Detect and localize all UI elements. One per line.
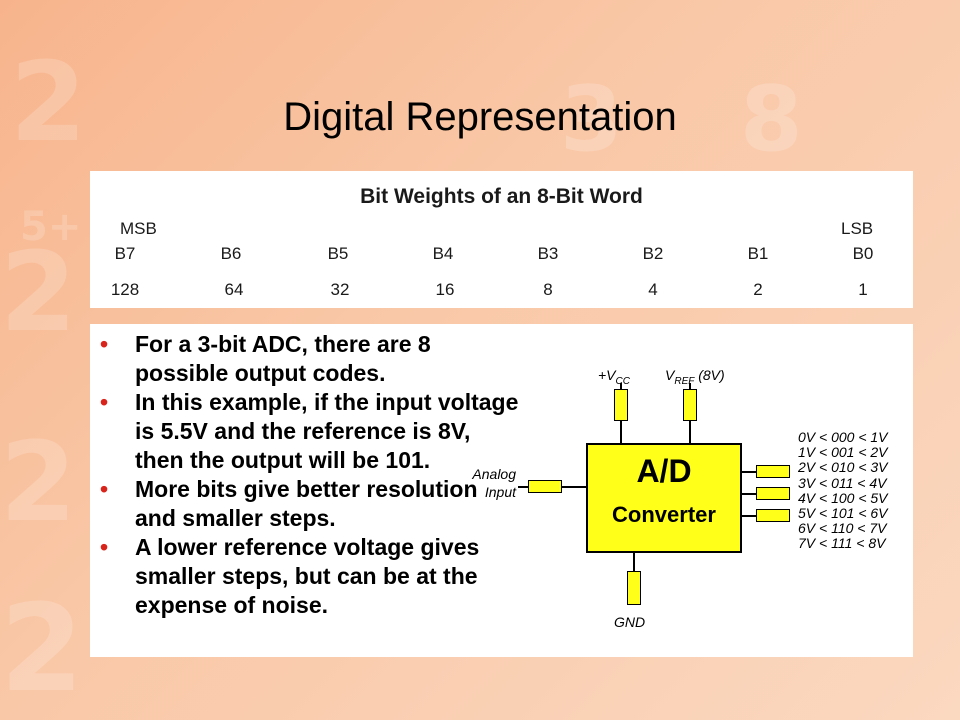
output-wire (740, 493, 756, 495)
bullet-dot-icon: • (100, 331, 109, 357)
vcc-pin (614, 389, 628, 421)
adc-block: A/D Converter (586, 443, 742, 553)
bullet-text: A lower reference voltage gives smaller … (135, 534, 480, 618)
output-wire (740, 471, 756, 473)
output-code: 4V < 100 < 5V (798, 489, 888, 506)
bullet-text: More bits give better resolution and sma… (135, 476, 478, 531)
analog-wire-left (518, 486, 528, 488)
bit-weight: 2 (753, 280, 763, 299)
bit-name: B5 (327, 244, 349, 263)
vref-wire (689, 421, 691, 443)
output-code: 7V < 111 < 8V (798, 535, 886, 552)
bit-name: B4 (432, 244, 454, 263)
vref-label: VREF (8V) (665, 367, 725, 387)
output-code: 5V < 101 < 6V (798, 505, 888, 522)
vcc-wire (620, 421, 622, 443)
bit-weight: 1 (858, 280, 868, 299)
output-code: 1V < 001 < 2V (798, 444, 888, 461)
bit-weight: 8 (543, 280, 553, 299)
vcc-label: +VCC (598, 367, 630, 387)
bit-weight: 64 (224, 280, 244, 299)
bit-name: B6 (220, 244, 242, 263)
gnd-wire (633, 551, 635, 571)
bullet-dot-icon: • (100, 534, 109, 560)
bit-weight: 4 (648, 280, 658, 299)
bit-name: B3 (537, 244, 559, 263)
adc-block-title: A/D (636, 453, 692, 489)
bullet-dot-icon: • (100, 476, 109, 502)
bit-name: B0 (852, 244, 874, 263)
adc-diagram: +VCC VREF (8V) Analog Input A/D Converte… (90, 324, 913, 657)
vref-pin (683, 389, 697, 421)
bit-weight: 32 (330, 280, 350, 299)
bit-weights-panel: Bit Weights of an 8-Bit Word MSB LSB B7 … (90, 171, 913, 308)
bit-weights-title: Bit Weights of an 8-Bit Word (360, 185, 643, 208)
bit-weight: 16 (435, 280, 455, 299)
analog-input-label: Analog Input (472, 466, 516, 500)
svg-text:2: 2 (0, 580, 84, 719)
analog-wire (562, 486, 586, 488)
bullet-text: For a 3-bit ADC, there are 8 possible ou… (135, 331, 431, 386)
vcc-wire-top (620, 383, 622, 389)
gnd-pin (627, 571, 641, 605)
bullet-item: • More bits give better resolution and sm… (100, 475, 520, 533)
slide-title: Digital Representation (283, 95, 677, 139)
bit-weight: 128 (110, 280, 140, 299)
output-code: 3V < 011 < 4V (798, 474, 887, 491)
output-pin (756, 465, 790, 478)
output-code: 2V < 010 < 3V (798, 459, 888, 476)
svg-text:2: 2 (0, 228, 77, 356)
output-pin (756, 487, 790, 500)
bullet-item: • In this example, if the input voltage i… (100, 388, 520, 475)
msb-label: MSB (120, 219, 157, 238)
analog-input-pin (528, 480, 562, 493)
bit-name: B1 (747, 244, 769, 263)
bullet-text: In this example, if the input voltage is… (135, 389, 519, 473)
output-code: 6V < 110 < 7V (798, 520, 887, 537)
bullet-list: • For a 3-bit ADC, there are 8 possible o… (100, 330, 520, 620)
output-wire (740, 515, 756, 517)
explanation-panel: • For a 3-bit ADC, there are 8 possible o… (90, 324, 913, 657)
bit-name: B7 (114, 244, 136, 263)
output-code-list: 0V < 000 < 1V 1V < 001 < 2V 2V < 010 < 3… (798, 429, 913, 552)
bullet-dot-icon: • (100, 389, 109, 415)
svg-text:5+: 5+ (20, 204, 81, 250)
gnd-label: GND (614, 614, 646, 630)
output-code: 0V < 000 < 1V (798, 429, 888, 445)
bullet-item: • A lower reference voltage gives smaller… (100, 533, 520, 620)
bit-name: B2 (642, 244, 664, 263)
output-pin (756, 509, 790, 522)
lsb-label: LSB (841, 219, 874, 238)
svg-text:2: 2 (0, 418, 77, 546)
bullet-item: • For a 3-bit ADC, there are 8 possible o… (100, 330, 520, 388)
vref-wire-top (689, 383, 691, 389)
adc-block-subtitle: Converter (612, 502, 716, 527)
